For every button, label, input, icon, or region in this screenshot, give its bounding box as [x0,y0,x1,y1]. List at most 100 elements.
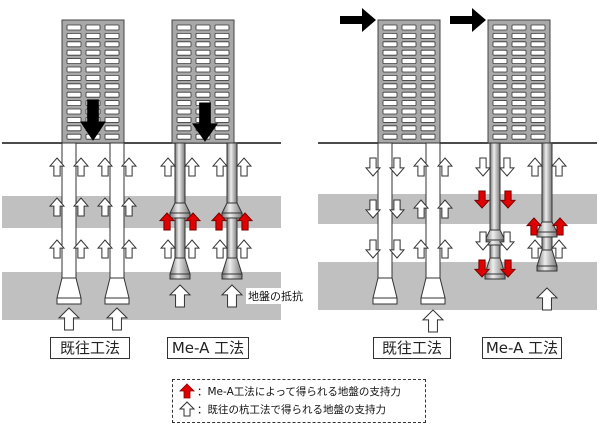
building-window [66,108,82,115]
building-window [530,91,546,98]
building-window [85,83,101,90]
right-red-down-arrow [473,259,491,278]
right-soil-layer-1 [318,194,597,224]
building-window [66,33,82,39]
building-window [104,117,120,123]
building-window [85,75,101,81]
right-friction-arrow-up [412,199,430,219]
right-friction-arrow-down [474,231,492,251]
building-window [530,58,546,64]
right-friction-arrow-down [498,157,516,177]
building-window [401,108,417,115]
left-vertical-load-arrow [192,102,218,142]
left-friction-arrow-up [120,157,138,177]
right-friction-arrow-down [498,231,516,251]
legend-row-white: ：既往の杭工法で得られる地盤の支持力 [179,401,386,417]
left-friction-arrow-up [72,157,90,177]
right-friction-arrow-down [364,199,382,219]
building-window [420,91,436,98]
building-window [492,117,508,123]
building-window [176,91,192,98]
building-window [104,24,120,31]
building-window [511,41,527,48]
left-vertical-load-arrow [80,99,106,141]
right-mea-pile-base [484,257,506,275]
building-window [176,133,192,140]
left-mea-pile-node-plate [169,212,191,219]
building-window [176,41,192,48]
building-window [214,49,230,56]
building-window [382,75,398,81]
building-window [195,83,211,90]
legend-white-text: ：既往の杭工法で得られる地盤の支持力 [197,403,386,416]
building-window [195,24,211,31]
left-friction-arrow-up [96,197,114,217]
building-window [420,117,436,123]
building-window [214,117,230,123]
building-window [382,66,398,73]
right-conventional-pile-shaft [425,142,441,279]
building-window [66,125,82,132]
building-window [104,49,120,56]
legend: ：Me-A工法によって得られる地盤の支持力 ：既往の杭工法で得られる地盤の支持力 [172,379,426,423]
left-end-bearing-arrow [105,307,129,331]
building-window [530,133,546,140]
right-friction-arrow-up [550,239,568,259]
building-window [104,125,120,132]
right-friction-arrow-up [436,157,454,177]
building-window [511,33,527,39]
building-window [530,83,546,90]
building-window [511,117,527,123]
building-window [401,117,417,123]
building-window [382,58,398,64]
building-window [66,133,82,140]
right-horizontal-load-arrow [450,8,486,32]
building-window [176,83,192,90]
building-window [530,33,546,39]
building-window [382,24,398,31]
building-window [382,108,398,115]
building-window [195,75,211,81]
legend-red-text: ：Me-A工法によって得られる地盤の支持力 [197,385,401,398]
building-window [420,108,436,115]
building-window [214,100,230,106]
right-mea-pile-node-plate [536,231,558,238]
right-pile-base-plate [420,297,446,305]
building-window [492,91,508,98]
left-end-bearing-arrow [220,284,244,308]
building-window [104,66,120,73]
left-friction-arrow-up [120,197,138,217]
label-right-mea-method: Me-A 工法 [482,337,562,359]
right-red-up-arrow [551,217,569,236]
building-window [85,66,101,73]
building-window [492,33,508,39]
building-window [214,108,230,115]
right-red-down-arrow [499,190,517,209]
left-pile-base-plate [104,297,130,305]
building-window [104,75,120,81]
building-window [176,58,192,64]
right-red-down-arrow [499,259,517,278]
building-window [382,100,398,106]
building-window [420,83,436,90]
building-window [492,24,508,31]
building-window [214,125,230,132]
building-window [492,41,508,48]
building-window [382,117,398,123]
building-window [511,83,527,90]
building-window [85,24,101,31]
building-window [104,33,120,39]
left-conventional-pile-shaft [109,142,125,279]
building-window [420,133,436,140]
building-window [85,41,101,48]
building-window [401,91,417,98]
building-window [104,41,120,48]
building-window [176,117,192,123]
label-left-mea-method: Me-A 工法 [167,337,249,359]
right-mea-pile-node [484,229,506,241]
right-friction-arrow-down [364,157,382,177]
right-friction-arrow-up [526,239,544,259]
left-end-bearing-arrow [168,284,192,308]
left-friction-arrow-up [235,239,253,259]
